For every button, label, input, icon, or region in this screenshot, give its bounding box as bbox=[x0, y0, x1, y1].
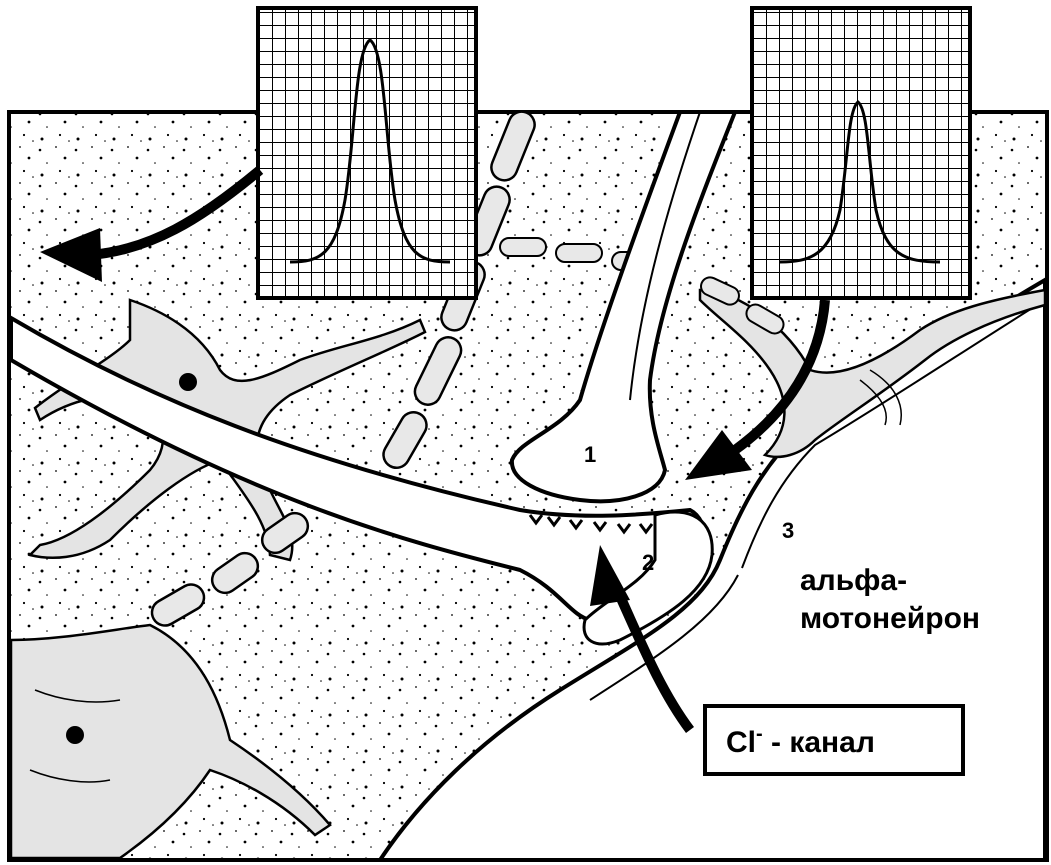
channel-label: Cl- - канал bbox=[726, 723, 875, 759]
nucleus-bottom-left bbox=[66, 726, 84, 744]
nucleus-left bbox=[179, 373, 197, 391]
channel-callout: Cl- - канал bbox=[705, 706, 963, 774]
channel-ion: Cl bbox=[726, 726, 756, 759]
channel-charge: - bbox=[756, 723, 763, 745]
label-terminal-1: 1 bbox=[584, 442, 596, 467]
channel-rest: - канал bbox=[763, 726, 875, 759]
recording-panel-right bbox=[752, 8, 970, 298]
neuron-label-line1: альфа- bbox=[800, 564, 907, 597]
label-terminal-3: 3 bbox=[782, 518, 794, 543]
label-terminal-2: 2 bbox=[642, 550, 654, 575]
neuron-label-line2: мотонейрон bbox=[800, 602, 980, 635]
recording-panel-left bbox=[258, 8, 476, 298]
